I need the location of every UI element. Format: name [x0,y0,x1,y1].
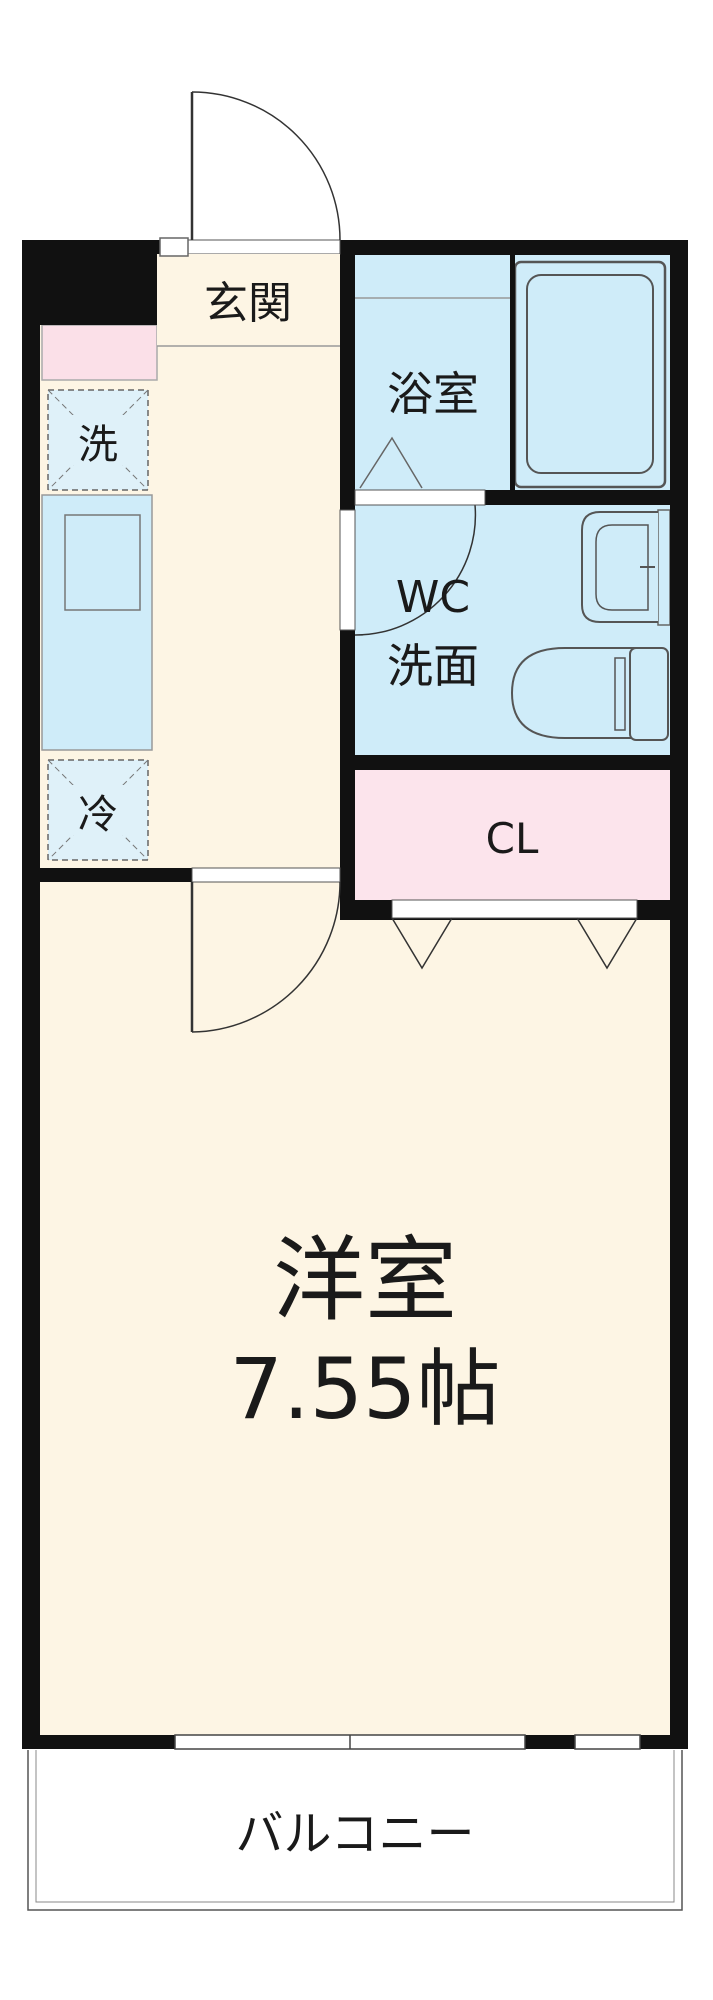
washroom-label: 洗面 [387,639,479,693]
closet-door-left [391,917,453,970]
toilet [510,647,669,741]
wc-door-gap [339,509,356,631]
bath-door-marker [359,436,423,489]
main-room-size: 7.55帖 [229,1340,500,1438]
entrance-floor [157,254,340,346]
bath-label: 浴室 [387,367,479,421]
kitchen-counter [41,494,153,751]
washer-space [47,389,149,491]
main-room-name: 洋室 [273,1227,457,1334]
kitchen-sink [64,514,141,611]
fridge-space [47,759,149,861]
main-room-floor [40,880,670,1735]
closet-label: CL [486,814,539,863]
main-door-gap [191,867,341,883]
balcony-label: バルコニー [235,1806,474,1862]
wc-door-swing [354,504,477,636]
entrance-label: 玄関 [204,278,292,329]
entrance-door [190,91,341,241]
balcony-outline [27,1750,683,1911]
main-room-door [190,881,341,1033]
closet-door-right [576,917,638,970]
washer-label: 洗 [78,422,118,468]
closet-floor [355,770,670,900]
shoe-cabinet [159,237,189,257]
pink-shelf [41,324,158,381]
balcony-window-right [574,1734,641,1750]
closet-door-track [391,899,638,919]
bathtub [513,260,667,489]
wc-label: WC [396,572,470,623]
washbasin [581,509,671,626]
wc-bath-door [354,489,486,506]
bathtub-inner [526,274,654,474]
balcony-inner-outline [35,1750,675,1903]
fridge-label: 冷 [78,792,118,838]
